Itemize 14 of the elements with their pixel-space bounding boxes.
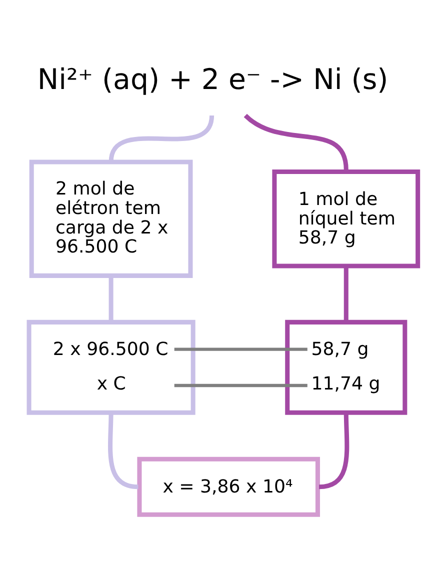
node-box: 2 x 96.500 C x C: [26, 319, 195, 414]
connector: [343, 267, 348, 322]
connector: [174, 347, 307, 350]
connector: [108, 114, 214, 162]
node-box: 58,7 g 11,74 g: [284, 319, 407, 414]
connector: [108, 275, 113, 322]
node-box: 2 mol de elétron tem carga de 2 x 96.500 C: [28, 159, 192, 278]
connector: [108, 412, 138, 489]
connector: [318, 412, 349, 489]
node-box: x = 3,86 x 10⁴: [136, 456, 320, 516]
connector: [174, 383, 307, 387]
node-box: 1 mol de níquel tem 58,7 g: [272, 168, 420, 268]
node-text: Ni²⁺ (aq) + 2 e⁻ -> Ni (s): [36, 62, 388, 96]
connector: [243, 113, 348, 170]
